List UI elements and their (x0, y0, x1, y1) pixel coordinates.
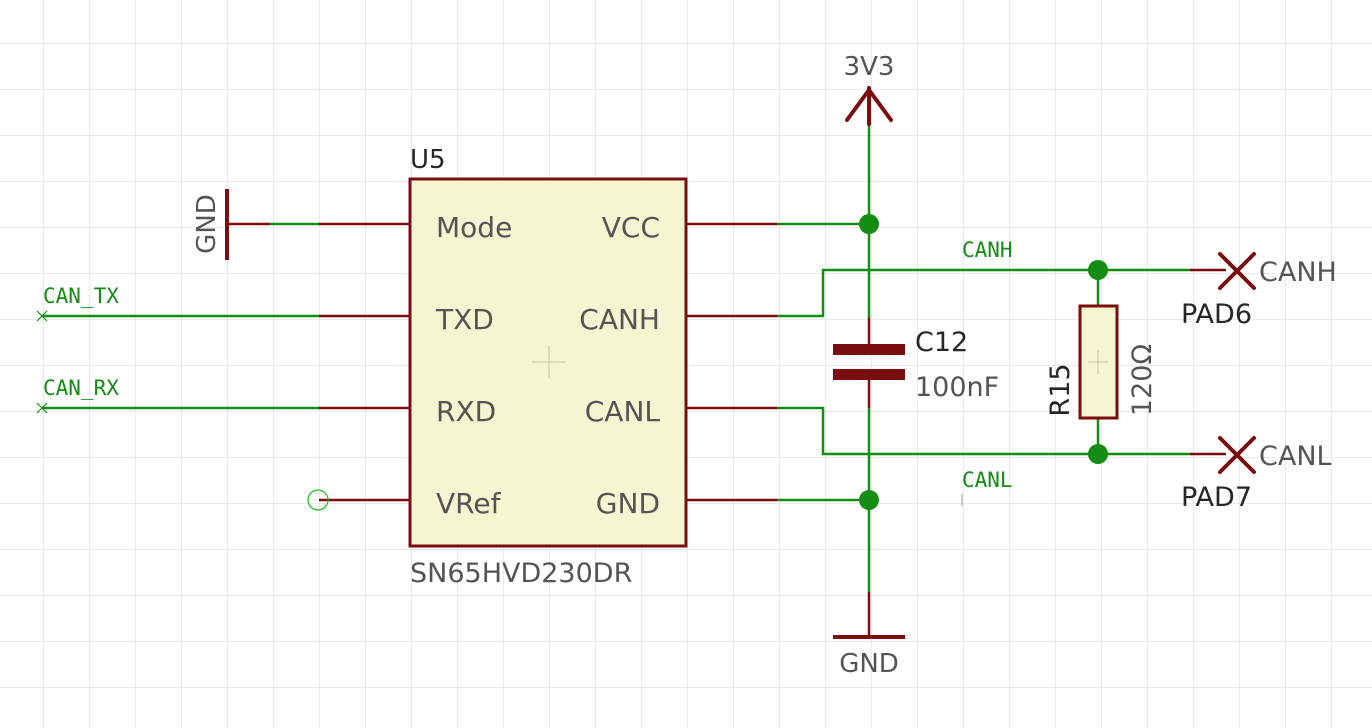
pin-label-mode: Mode (436, 211, 512, 244)
net-label-canh[interactable]: CANH (962, 238, 1013, 262)
power-label-3v3: 3V3 (844, 52, 895, 82)
pad-cross-icon[interactable] (1218, 436, 1256, 474)
ground-label-bottom: GND (839, 649, 899, 679)
net-label-canl[interactable]: CANL (962, 468, 1013, 492)
net-label-can-rx[interactable]: CAN_RX (43, 376, 119, 400)
pin-label-canh: CANH (579, 303, 660, 336)
pad-cross-icon[interactable] (1218, 252, 1256, 290)
ic-center-mark (532, 345, 566, 379)
junction-dot-icon (1088, 260, 1108, 280)
power-arrow-icon (845, 86, 893, 126)
junction-dot-icon (859, 214, 879, 234)
pin-label-canl: CANL (585, 395, 661, 428)
junction-dot-icon (859, 490, 879, 510)
ic-ref-label: U5 (410, 145, 446, 175)
pin-label-vref: VRef (436, 487, 502, 520)
ic-value-label: SN65HVD230DR (410, 558, 632, 589)
ground-label-left: GND (192, 194, 222, 254)
pin-label-gnd: GND (596, 487, 660, 520)
pin-label-vcc: VCC (602, 211, 660, 244)
pin-label-rxd: RXD (436, 395, 496, 428)
capacitor-plate-top[interactable] (833, 344, 905, 355)
pins (227, 222, 1226, 637)
pad7-ref-label: PAD7 (1181, 482, 1252, 513)
wire-canl[interactable] (777, 406, 1190, 456)
resistor-ref-label: R15 (1045, 363, 1076, 416)
resistor-center-mark (1088, 350, 1108, 374)
net-label-can-tx[interactable]: CAN_TX (43, 284, 119, 308)
wire-end-icon (36, 310, 48, 414)
pad6-net-label: CANH (1259, 257, 1337, 288)
resistor-value-label: 120Ω (1127, 344, 1158, 416)
capacitor-ref-label: C12 (915, 327, 968, 358)
junction-dot-icon (1088, 444, 1108, 464)
capacitor-value-label: 100nF (915, 372, 999, 403)
pin-label-txd: TXD (435, 303, 494, 336)
capacitor-plate-bottom[interactable] (833, 369, 905, 380)
wire-canh[interactable] (777, 268, 1190, 318)
pad6-ref-label: PAD6 (1181, 299, 1252, 330)
no-connect-icon[interactable] (307, 489, 329, 511)
pad7-net-label: CANL (1259, 441, 1332, 472)
